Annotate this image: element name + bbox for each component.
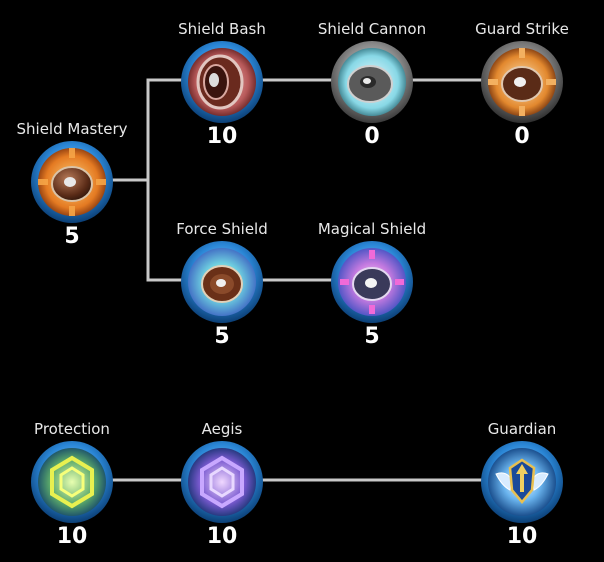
skill-guard-strike[interactable]: Guard Strike [462,20,582,150]
skill-level: 5 [364,324,380,349]
guardian-icon[interactable] [480,440,564,524]
magical-shield-icon[interactable] [330,240,414,324]
skill-level: 10 [206,524,238,549]
guard-strike-icon[interactable] [480,40,564,124]
skill-protection[interactable]: Protection 10 [12,420,132,550]
skill-name-label: Guard Strike [475,20,569,38]
skill-shield-bash[interactable]: Shield Bash 10 [162,20,282,150]
skill-guardian[interactable]: Guardian 10 [462,420,582,550]
aegis-icon[interactable] [180,440,264,524]
skill-magical-shield[interactable]: Magical Shield [312,220,432,350]
skill-name-label: Protection [34,420,110,438]
skill-aegis[interactable]: Aegis 10 [162,420,282,550]
shield-bash-icon[interactable] [180,40,264,124]
skill-force-shield[interactable]: Force Shield 5 [162,220,282,350]
skill-level: 10 [206,124,238,149]
skill-name-label: Shield Cannon [317,20,427,38]
skill-level: 5 [64,224,80,249]
skill-level: 5 [214,324,230,349]
skill-shield-mastery[interactable]: Shield Mastery [12,120,132,250]
force-shield-icon[interactable] [180,240,264,324]
skill-name-label: Shield Mastery [16,120,128,138]
protection-icon[interactable] [30,440,114,524]
shield-cannon-icon[interactable] [330,40,414,124]
skill-level: 10 [506,524,538,549]
skill-name-label: Shield Bash [178,20,266,38]
skill-name-label: Force Shield [176,220,268,238]
skill-name-label: Magical Shield [317,220,427,238]
skill-level: 0 [364,124,380,149]
skill-level: 0 [514,124,530,149]
skill-level: 10 [56,524,88,549]
shield-mastery-icon[interactable] [30,140,114,224]
skill-name-label: Aegis [201,420,243,438]
skill-shield-cannon[interactable]: Shield Cannon 0 [312,20,432,150]
skill-name-label: Guardian [487,420,557,438]
